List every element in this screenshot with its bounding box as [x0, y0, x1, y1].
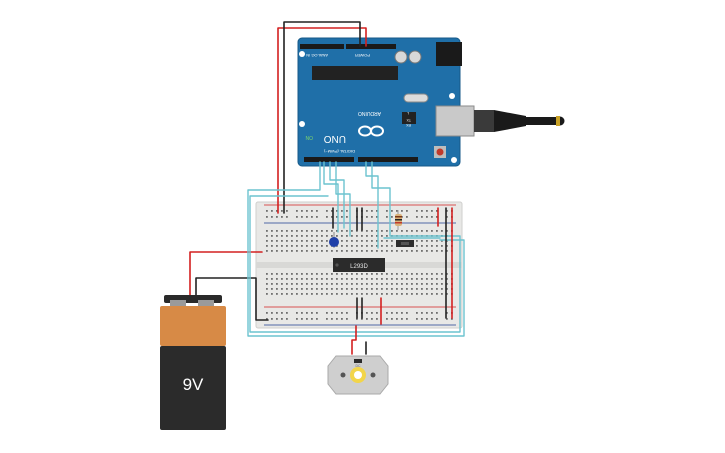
arduino-logo-icon — [358, 125, 384, 137]
usb-chip — [402, 112, 416, 124]
chip-label: L293D — [350, 264, 368, 270]
usb-port — [435, 105, 475, 137]
capacitor-1 — [394, 50, 408, 64]
wire-5v-red — [277, 27, 367, 214]
battery-terminal-negative — [198, 300, 214, 306]
wire-signal-3 — [329, 161, 345, 229]
mount-hole — [299, 51, 305, 57]
push-button[interactable] — [396, 240, 414, 247]
analog-header — [300, 44, 344, 49]
wire-signal-1 — [247, 161, 465, 337]
capacitor-2 — [408, 50, 422, 64]
arduino-rx-label: RX — [405, 123, 411, 127]
usb-cable[interactable] — [474, 110, 565, 132]
power-header — [346, 44, 396, 49]
microcontroller-chip — [312, 66, 398, 80]
dc-motor[interactable]: DC — [327, 355, 389, 395]
arduino-analog-label: ANALOG IN — [306, 53, 328, 58]
wire-signal-4 — [335, 161, 351, 237]
wire-signal-6 — [249, 161, 461, 333]
crystal — [403, 93, 429, 103]
arduino-power-label: POWER — [355, 53, 370, 58]
motor-screw — [370, 372, 376, 378]
mount-hole — [451, 157, 457, 163]
reset-button-cap[interactable] — [436, 148, 444, 156]
power-jack — [436, 42, 462, 66]
arduino-l-label: L — [407, 111, 409, 115]
battery-terminal-positive — [170, 300, 186, 306]
battery-9v[interactable]: 9V — [160, 295, 226, 430]
arduino-model: UNO — [324, 133, 346, 144]
wire-motor-red — [351, 325, 357, 355]
battery-label: 9V — [183, 375, 204, 394]
arduino-brand: ARDUINO — [358, 110, 381, 116]
arduino-uno-board[interactable]: ARDUINO UNO ON DIGITAL (PWM~) ANALOG IN … — [297, 37, 475, 167]
wires — [189, 21, 465, 355]
digital-header-left — [304, 157, 354, 162]
capacitor[interactable] — [329, 232, 339, 248]
wire-battery-black — [195, 277, 269, 321]
digital-header-right — [358, 157, 418, 162]
l293d-chip[interactable]: L293D — [333, 258, 385, 272]
arduino-tx-label: TX — [406, 118, 411, 122]
resistor[interactable] — [395, 210, 402, 230]
motor-screw — [340, 372, 346, 378]
mount-hole — [449, 93, 455, 99]
arduino-on-label: ON — [305, 134, 313, 140]
wire-signal-2 — [323, 161, 339, 233]
wire-battery-red — [189, 251, 263, 299]
mount-hole — [299, 121, 305, 127]
wire-gnd-black — [283, 21, 361, 214]
arduino-digital-label: DIGITAL (PWM~) — [323, 149, 355, 154]
motor-label: DC — [355, 364, 361, 368]
